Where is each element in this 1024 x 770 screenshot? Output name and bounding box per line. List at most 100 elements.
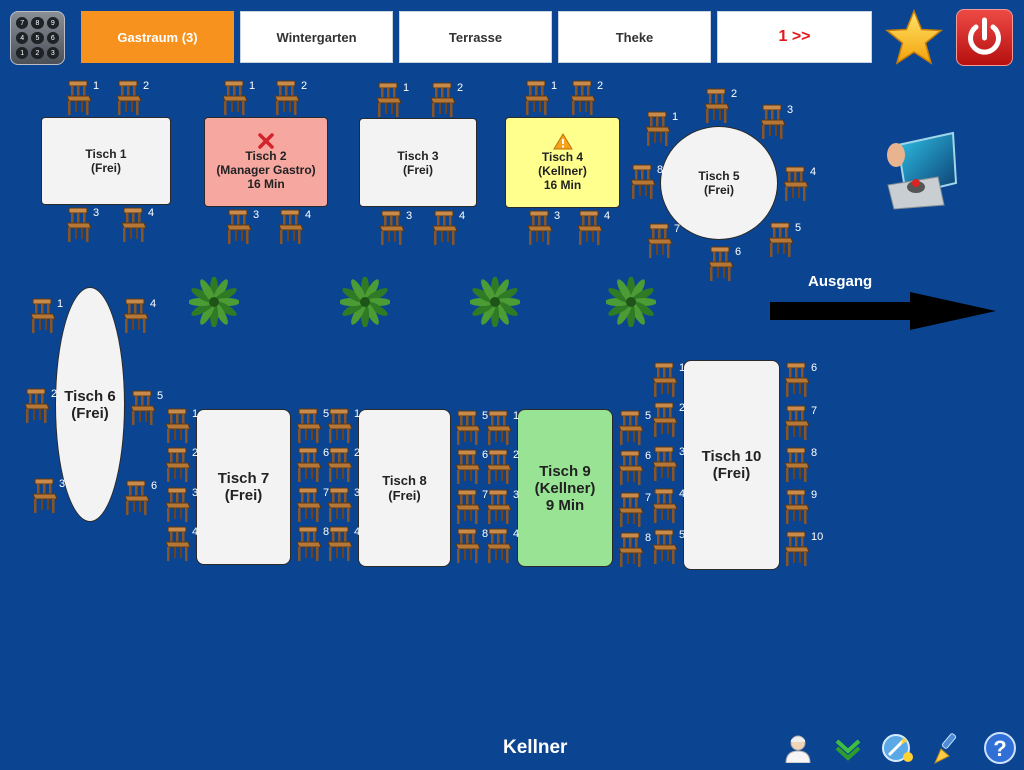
chair-icon: 2 [704, 88, 744, 124]
chair-icon: 3 [486, 489, 526, 525]
svg-text:?: ? [993, 736, 1006, 761]
seat-number: 4 [150, 298, 157, 310]
seat-number: 8 [657, 164, 664, 176]
chair-icon: 3 [379, 210, 419, 246]
table-name: Tisch 9 [539, 462, 591, 480]
table-status: (Frei) [91, 161, 121, 175]
next-page-button[interactable]: 1 >> [717, 11, 872, 63]
chair-icon: 2 [430, 82, 470, 118]
seat-number: 3 [406, 210, 413, 222]
chair-icon: 1 [645, 111, 685, 147]
keypad-key: 3 [46, 47, 59, 59]
chair-icon: 1 [376, 82, 416, 118]
tab-terrasse[interactable]: Terrasse [399, 11, 552, 63]
seat-number: 2 [679, 402, 686, 414]
table-2[interactable]: Tisch 2 (Manager Gastro) 16 Min [204, 117, 328, 207]
table-10[interactable]: Tisch 10 (Frei) [683, 360, 780, 570]
chair-icon: 2 [274, 80, 314, 116]
chair-icon: 8 [455, 528, 495, 564]
chair-icon: 6 [784, 362, 824, 398]
chair-icon: 8 [296, 526, 336, 562]
chair-icon: 4 [123, 298, 163, 334]
close-icon [258, 133, 274, 149]
table-9[interactable]: Tisch 9 (Kellner) 9 Min [517, 409, 613, 567]
seat-number: 2 [597, 80, 604, 92]
user-icon[interactable] [783, 733, 813, 764]
chair-icon: 7 [618, 492, 658, 528]
keypad-button[interactable]: 7 8 9 4 5 6 1 2 3 [10, 11, 65, 65]
seat-number: 4 [459, 210, 466, 222]
table-status: (Frei) [224, 487, 263, 504]
seat-number: 6 [482, 449, 489, 461]
current-user-label: Kellner [503, 737, 568, 758]
chair-icon: 3 [226, 209, 266, 245]
seat-number: 3 [554, 210, 561, 222]
seat-number: 2 [731, 88, 738, 100]
keypad-key: 8 [31, 17, 44, 29]
keypad-key: 2 [31, 47, 44, 59]
seat-number: 5 [482, 410, 489, 422]
table-5[interactable]: Tisch 5 (Frei) [660, 126, 778, 240]
seat-number: 7 [811, 405, 818, 417]
chair-icon: 4 [577, 210, 617, 246]
seat-number: 3 [93, 207, 100, 219]
power-off-icon[interactable] [956, 9, 1013, 66]
chair-icon: 1 [66, 80, 106, 116]
exit-arrow-icon [770, 292, 998, 330]
chair-icon: 2 [24, 388, 64, 424]
seat-number: 4 [679, 488, 686, 500]
remote-control-icon[interactable] [878, 125, 958, 210]
table-6[interactable]: Tisch 6 (Frei) [55, 287, 125, 522]
seat-number: 5 [645, 410, 652, 422]
chair-icon: 8 [618, 532, 658, 568]
seat-number: 1 [403, 82, 410, 94]
plant-icon [605, 276, 657, 328]
seat-number: 4 [354, 526, 361, 538]
exit-label: Ausgang [808, 273, 873, 290]
help-icon[interactable]: ? [983, 731, 1017, 765]
table-4[interactable]: Tisch 4 (Kellner) 16 Min [505, 117, 620, 208]
chair-icon: 4 [121, 207, 161, 243]
seat-number: 1 [354, 408, 361, 420]
chair-icon: 3 [527, 210, 567, 246]
table-time: 16 Min [543, 178, 582, 192]
table-1[interactable]: Tisch 1 (Frei) [41, 117, 171, 205]
chair-icon: 7 [647, 223, 687, 259]
seat-number: 7 [323, 487, 330, 499]
seat-number: 8 [645, 532, 652, 544]
chair-icon: 8 [630, 164, 670, 200]
seat-number: 4 [148, 207, 155, 219]
tab-wintergarten[interactable]: Wintergarten [240, 11, 393, 63]
chair-icon: 2 [570, 80, 610, 116]
seat-number: 3 [787, 104, 794, 116]
chair-icon: 3 [66, 207, 106, 243]
table-3[interactable]: Tisch 3 (Frei) [359, 118, 477, 207]
table-name: Tisch 10 [701, 448, 762, 465]
chair-icon: 1 [652, 362, 692, 398]
favorite-star-icon[interactable] [884, 9, 944, 67]
chair-icon: 6 [618, 450, 658, 486]
seat-number: 6 [735, 246, 742, 258]
seat-number: 1 [672, 111, 679, 123]
table-8[interactable]: Tisch 8 (Frei) [358, 409, 451, 567]
tab-gastraum[interactable]: Gastraum (3) [81, 11, 234, 63]
chair-icon: 5 [652, 529, 692, 565]
seat-number: 1 [249, 80, 256, 92]
table-time: 16 Min [247, 177, 285, 191]
settings-wizard-icon[interactable] [881, 731, 915, 765]
chair-icon: 3 [32, 478, 72, 514]
tab-theke[interactable]: Theke [558, 11, 711, 63]
chevron-down-icon[interactable] [833, 735, 863, 765]
warning-icon [552, 133, 573, 150]
chair-icon: 1 [222, 80, 262, 116]
chair-icon: 3 [652, 446, 692, 482]
brush-icon[interactable] [931, 731, 965, 765]
seat-number: 7 [645, 492, 652, 504]
chair-icon: 5 [768, 222, 808, 258]
chair-icon: 5 [455, 410, 495, 446]
seat-number: 9 [811, 489, 818, 501]
seat-number: 2 [192, 447, 199, 459]
chair-icon: 1 [524, 80, 564, 116]
table-7[interactable]: Tisch 7 (Frei) [196, 409, 291, 565]
chair-icon: 3 [165, 487, 205, 523]
